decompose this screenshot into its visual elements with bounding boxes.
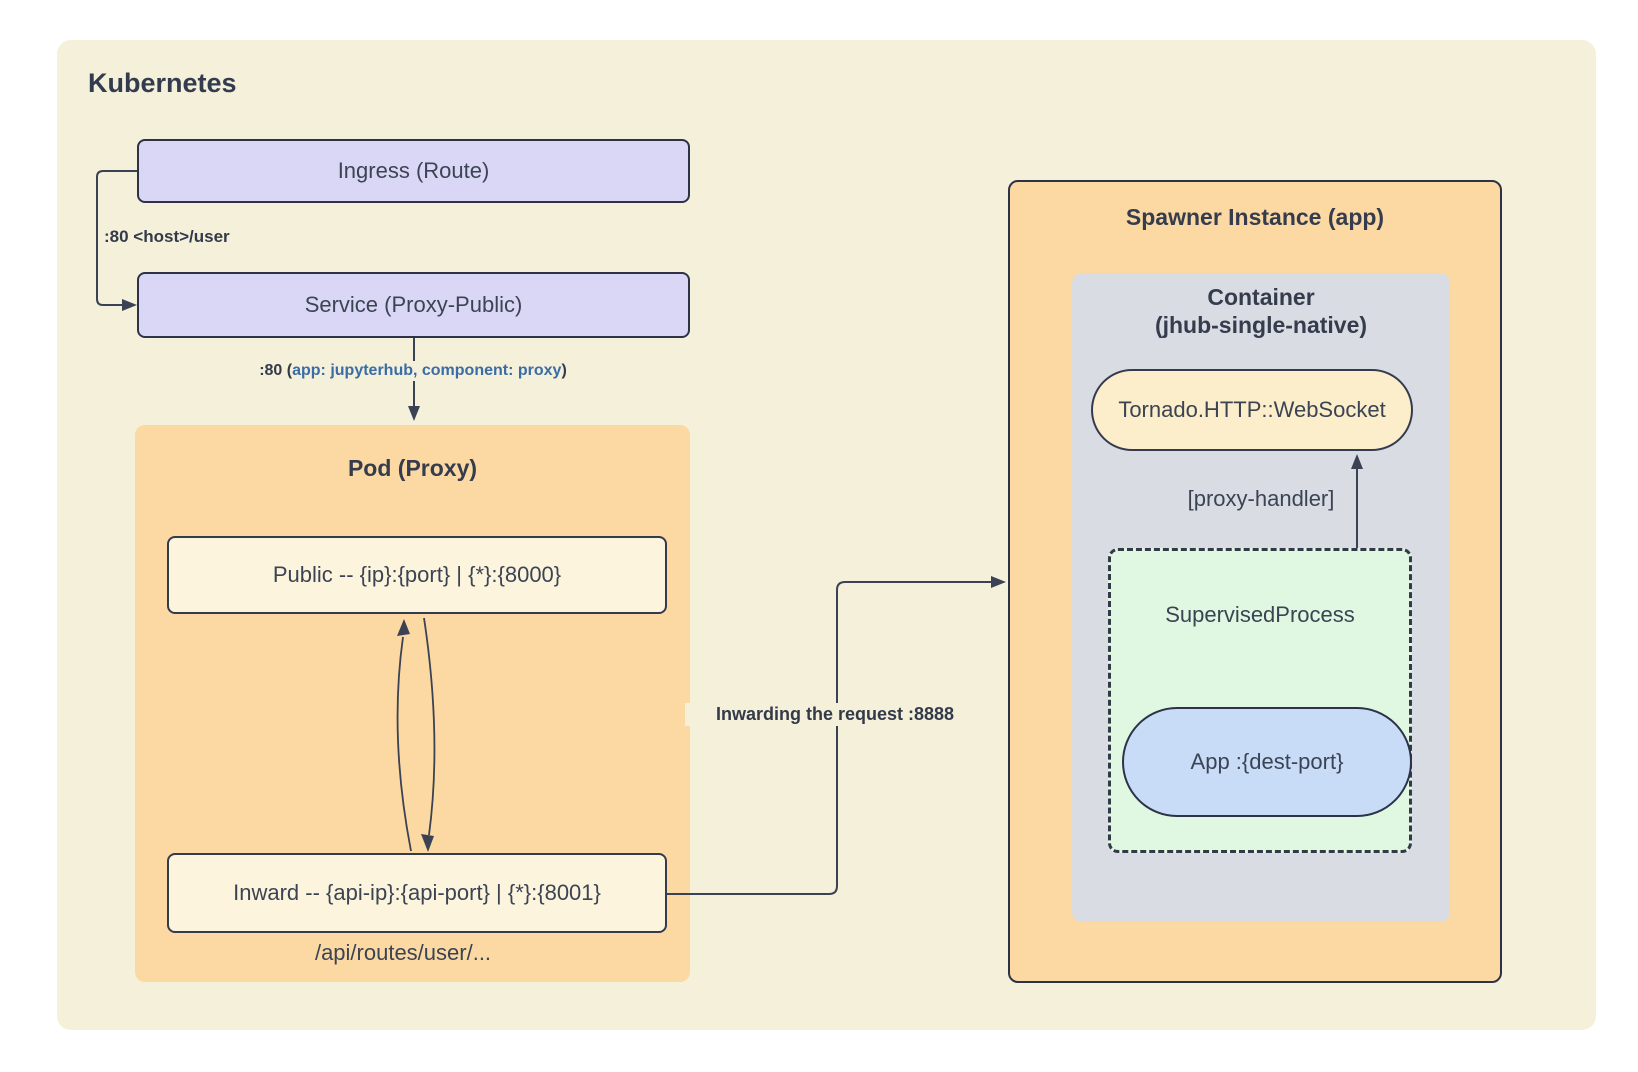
tornado-websocket-label: Tornado.HTTP::WebSocket xyxy=(1118,397,1386,422)
container-title-line1: Container xyxy=(1207,284,1315,310)
edge-label-selector: :80 (app: jupyterhub, component: proxy) xyxy=(258,361,568,381)
pod-title: Pod (Proxy) xyxy=(347,455,478,481)
public-endpoint-node: Public -- {ip}:{port} | {*}:{8000} xyxy=(167,536,667,614)
edge-label-selector-suffix: ) xyxy=(561,362,567,379)
api-routes-note: /api/routes/user/... xyxy=(314,940,492,965)
edge-label-selector-body: app: jupyterhub, component: proxy xyxy=(292,362,562,379)
public-endpoint-label: Public -- {ip}:{port} | {*}:{8000} xyxy=(272,562,562,587)
edge-label-selector-prefix: :80 ( xyxy=(259,362,293,379)
container-title: Container (jhub-single-native) xyxy=(1072,283,1450,339)
service-node: Service (Proxy-Public) xyxy=(137,272,690,338)
inward-endpoint-node: Inward -- {api-ip}:{api-port} | {*}:{800… xyxy=(167,853,667,933)
edge-label-inwarding-request: Inwarding the request :8888 xyxy=(685,703,985,726)
spawner-instance-title: Spawner Instance (app) xyxy=(1125,204,1385,230)
ingress-node: Ingress (Route) xyxy=(137,139,690,203)
inward-endpoint-label: Inward -- {api-ip}:{api-port} | {*}:{800… xyxy=(233,880,601,905)
app-dest-port-label: App :{dest-port} xyxy=(1190,749,1344,774)
app-dest-port-node: App :{dest-port} xyxy=(1122,707,1412,817)
ingress-label: Ingress (Route) xyxy=(337,158,490,183)
kubernetes-title: Kubernetes xyxy=(88,68,237,98)
edge-label-host-user: :80 <host>/user xyxy=(101,226,233,248)
supervised-process-label: SupervisedProcess xyxy=(1165,602,1355,627)
service-label: Service (Proxy-Public) xyxy=(304,292,523,317)
container-title-line2: (jhub-single-native) xyxy=(1154,312,1368,338)
proxy-handler-label: [proxy-handler] xyxy=(1187,486,1335,511)
tornado-websocket-node: Tornado.HTTP::WebSocket xyxy=(1091,369,1413,451)
